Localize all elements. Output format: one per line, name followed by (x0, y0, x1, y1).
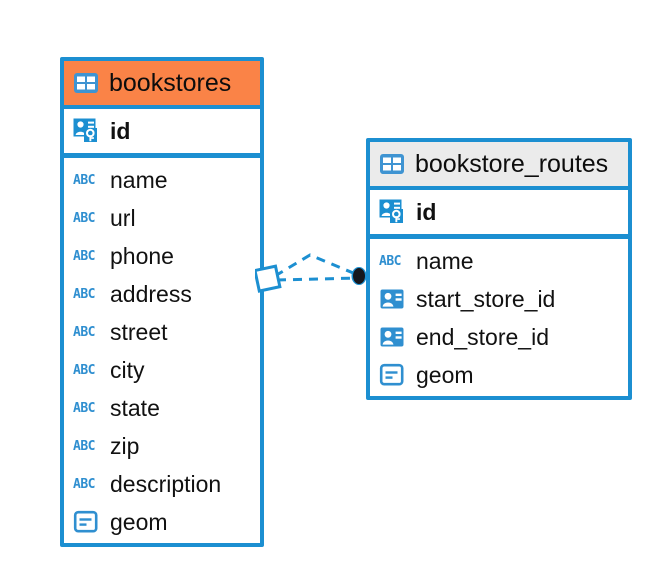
field-label: id (110, 117, 131, 144)
entity-header-bookstores[interactable]: bookstores (64, 61, 260, 109)
entity-title: bookstore_routes (415, 149, 609, 178)
field-label: street (110, 318, 168, 345)
field-row-id[interactable]: id (64, 109, 260, 153)
primary-key-icon (73, 118, 101, 144)
field-label: zip (110, 432, 140, 459)
field-row-zip[interactable]: ABC zip (64, 427, 260, 465)
field-row-end-store-id[interactable]: end_store_id (370, 318, 628, 356)
field-row-geom[interactable]: geom (370, 356, 628, 394)
entity-bookstores[interactable]: bookstores (60, 57, 264, 547)
field-label: id (416, 198, 437, 225)
field-label: url (110, 204, 136, 231)
field-label: city (110, 356, 145, 383)
entity-title: bookstores (109, 68, 232, 97)
abc-text-icon: ABC (73, 172, 95, 188)
field-row-street[interactable]: ABC street (64, 313, 260, 351)
primary-key-icon (379, 199, 407, 225)
field-label: state (110, 394, 160, 421)
filled-circle-icon (351, 267, 367, 285)
field-row-name[interactable]: ABC name (370, 242, 628, 280)
field-row-description[interactable]: ABC description (64, 465, 260, 503)
table-icon (379, 153, 405, 175)
field-row-id[interactable]: id (370, 190, 628, 234)
relationship-line-upper (274, 253, 359, 278)
primary-key-section: id (370, 190, 628, 239)
field-label: start_store_id (416, 285, 556, 312)
relationship-line-lower (276, 276, 359, 282)
field-row-address[interactable]: ABC address (64, 275, 260, 313)
field-row-name[interactable]: ABC name (64, 161, 260, 199)
field-row-geom[interactable]: geom (64, 503, 260, 541)
entity-bookstore-routes[interactable]: bookstore_routes (366, 138, 632, 400)
field-label: description (110, 470, 222, 497)
primary-key-section: id (64, 109, 260, 158)
relationship-connector[interactable] (255, 243, 370, 313)
abc-text-icon: ABC (73, 210, 95, 226)
table-icon (73, 72, 99, 94)
field-label: name (110, 166, 168, 193)
abc-text-icon: ABC (379, 253, 401, 269)
field-label: name (416, 247, 474, 274)
abc-text-icon: ABC (73, 438, 95, 454)
field-label: phone (110, 242, 174, 269)
geometry-icon (73, 510, 101, 534)
field-label: geom (110, 508, 168, 535)
abc-text-icon: ABC (73, 400, 95, 416)
foreign-key-icon (379, 325, 407, 349)
geometry-icon (379, 363, 407, 387)
entity-header-bookstore-routes[interactable]: bookstore_routes (370, 142, 628, 190)
foreign-key-icon (379, 287, 407, 311)
abc-text-icon: ABC (73, 286, 95, 302)
field-label: address (110, 280, 192, 307)
field-row-url[interactable]: ABC url (64, 199, 260, 237)
abc-text-icon: ABC (73, 362, 95, 378)
field-row-phone[interactable]: ABC phone (64, 237, 260, 275)
field-label: geom (416, 361, 474, 388)
field-label: end_store_id (416, 323, 549, 350)
abc-text-icon: ABC (73, 476, 95, 492)
abc-text-icon: ABC (73, 324, 95, 340)
field-row-state[interactable]: ABC state (64, 389, 260, 427)
abc-text-icon: ABC (73, 248, 95, 264)
field-row-city[interactable]: ABC city (64, 351, 260, 389)
field-row-start-store-id[interactable]: start_store_id (370, 280, 628, 318)
